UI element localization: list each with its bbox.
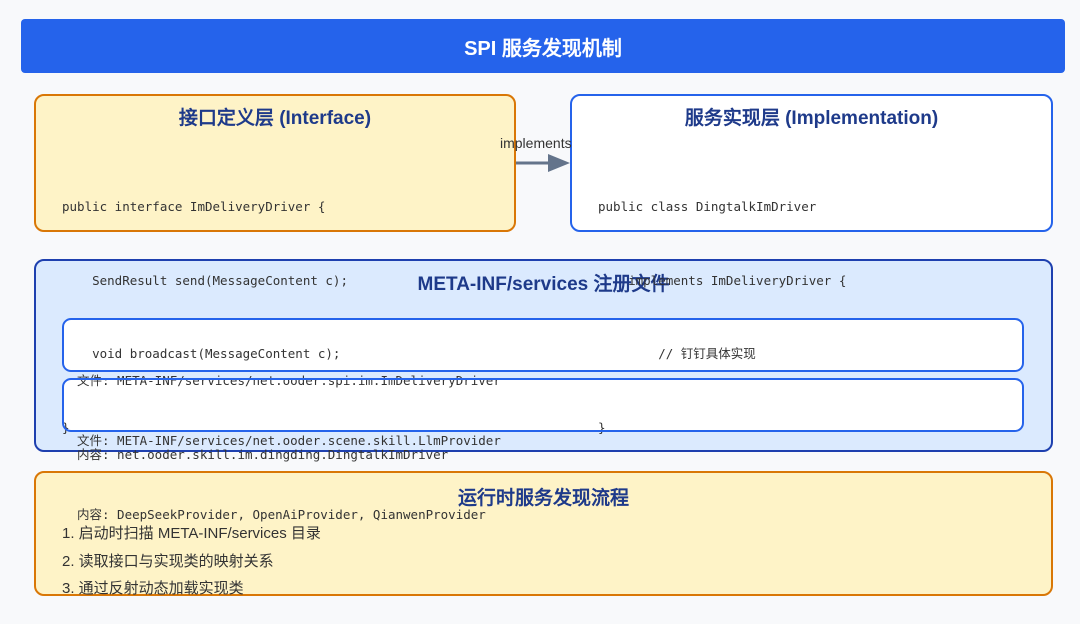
runtime-flow-title: 运行时服务发现流程: [457, 488, 629, 509]
code-line: implements ImDeliveryDriver {: [598, 272, 847, 288]
interface-layer-title: 接口定义层 (Interface): [178, 108, 372, 129]
registry-file-card: [62, 378, 1024, 432]
registry-file-2: 文件: META-INF/services/net.ooder.scene.sk…: [77, 380, 501, 552]
registry-file-1: 文件: META-INF/services/net.ooder.spi.im.I…: [77, 320, 501, 492]
code-line: }: [598, 419, 606, 435]
registry-file-card: [62, 318, 1024, 372]
code-line: // 钉钉具体实现: [598, 346, 756, 361]
file-path: 文件: META-INF/services/net.ooder.spi.im.I…: [77, 373, 501, 388]
implementation-code: public class DingtalkImDriver implements…: [598, 146, 846, 465]
diagram-header: SPI 服务发现机制: [21, 19, 1065, 73]
file-path: 文件: META-INF/services/net.ooder.scene.sk…: [77, 433, 501, 448]
interface-layer-box: 接口定义层 (Interface): [34, 94, 516, 232]
code-line: void broadcast(MessageContent c);: [62, 346, 341, 361]
interface-code: public interface ImDeliveryDriver { Send…: [62, 146, 348, 465]
runtime-flow-box: 运行时服务发现流程: [34, 471, 1053, 596]
code-line: SendResult send(MessageContent c);: [62, 272, 348, 288]
flow-step: 1. 启动时扫描 META-INF/services 目录: [62, 525, 321, 542]
code-line: public interface ImDeliveryDriver {: [62, 199, 326, 214]
implementation-layer-box: 服务实现层 (Implementation): [570, 94, 1053, 232]
flow-step: 3. 通过反射动态加载实现类: [62, 580, 244, 597]
implements-arrow: [516, 154, 570, 172]
runtime-flow-steps: 1. 启动时扫描 META-INF/services 目录 2. 读取接口与实现…: [62, 520, 321, 603]
file-content: 内容: DeepSeekProvider, OpenAiProvider, Qi…: [77, 506, 486, 522]
diagram-title: SPI 服务发现机制: [464, 37, 622, 60]
registry-title: META-INF/services 注册文件: [417, 274, 670, 295]
file-content: 内容: net.ooder.skill.im.dingding.Dingtalk…: [77, 446, 449, 462]
flow-step: 2. 读取接口与实现类的映射关系: [62, 552, 274, 570]
implementation-layer-title: 服务实现层 (Implementation): [684, 108, 939, 129]
code-line: public class DingtalkImDriver: [598, 199, 817, 214]
implements-label: implements: [500, 135, 572, 151]
